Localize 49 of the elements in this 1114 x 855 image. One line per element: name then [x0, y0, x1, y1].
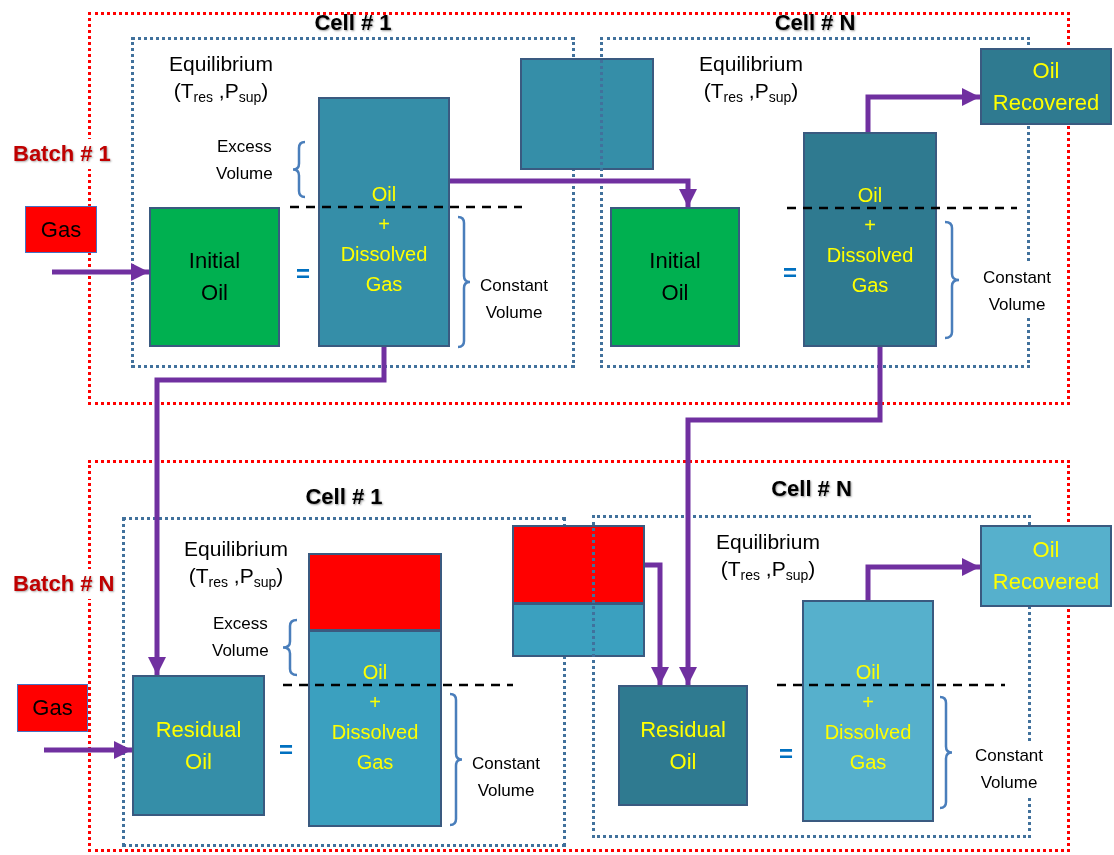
oil-box: [618, 685, 748, 806]
arrow: [450, 178, 697, 207]
vessel-box: [512, 525, 645, 657]
box-label: Residual Oil: [640, 715, 726, 776]
box-label: Gas: [32, 695, 73, 721]
box-label: Residual Oil: [155, 715, 242, 776]
box-label: Oil + Dissolved Gas: [331, 660, 419, 775]
oil-box: [610, 207, 740, 347]
arrow: [679, 347, 883, 685]
tank-box: [318, 97, 450, 347]
gas-box: [25, 206, 97, 253]
box-label: Oil + Dissolved Gas: [824, 660, 912, 775]
batch-label: Batch # 1: [11, 139, 113, 169]
arrow: [865, 88, 980, 132]
arrow: [865, 558, 980, 600]
vessel-box: [520, 58, 654, 170]
oil-box: [132, 675, 265, 816]
arrow: [148, 347, 387, 675]
tank-box: [308, 553, 442, 827]
cell-heading: Cell # N: [774, 10, 856, 36]
cell-heading: Cell # 1: [305, 484, 383, 510]
equals-sign: =: [279, 736, 293, 764]
output-box: [980, 525, 1112, 607]
volume-label: Constant Volume: [983, 264, 1052, 318]
box-label: Initial Oil: [188, 247, 241, 307]
box-label: Oil + Dissolved Gas: [826, 183, 914, 298]
box-label: Initial Oil: [649, 247, 701, 307]
cell-heading: Cell # 1: [314, 10, 392, 36]
condition-label: Equilibrium (T$_{res}$ ,P$_{sup}$): [183, 536, 289, 592]
arrow: [52, 263, 149, 281]
arrow: [645, 562, 669, 685]
box-label: Gas: [40, 216, 82, 243]
cell-heading: Cell # N: [771, 476, 852, 502]
condition-label: Equilibrium (T$_{res}$ ,P$_{sup}$): [715, 529, 821, 585]
equals-sign: =: [779, 740, 793, 768]
equals-sign: =: [296, 260, 310, 288]
box-label: Oil + Dissolved Gas: [340, 182, 428, 297]
condition-label: Equilibrium (T$_{res}$ ,P$_{sup}$): [168, 51, 274, 107]
volume-label: Constant Volume: [975, 742, 1044, 796]
gas-box: [17, 684, 88, 732]
oil-box: [149, 207, 280, 347]
arrow: [44, 741, 132, 759]
box-label: Oil Recovered: [992, 56, 1100, 117]
tank-box: [803, 132, 937, 347]
equals-sign: =: [783, 259, 797, 287]
tank-box: [802, 600, 934, 822]
box-label: Oil Recovered: [992, 536, 1100, 596]
output-box: [980, 48, 1112, 125]
condition-label: Equilibrium (T$_{res}$ ,P$_{sup}$): [698, 51, 804, 107]
